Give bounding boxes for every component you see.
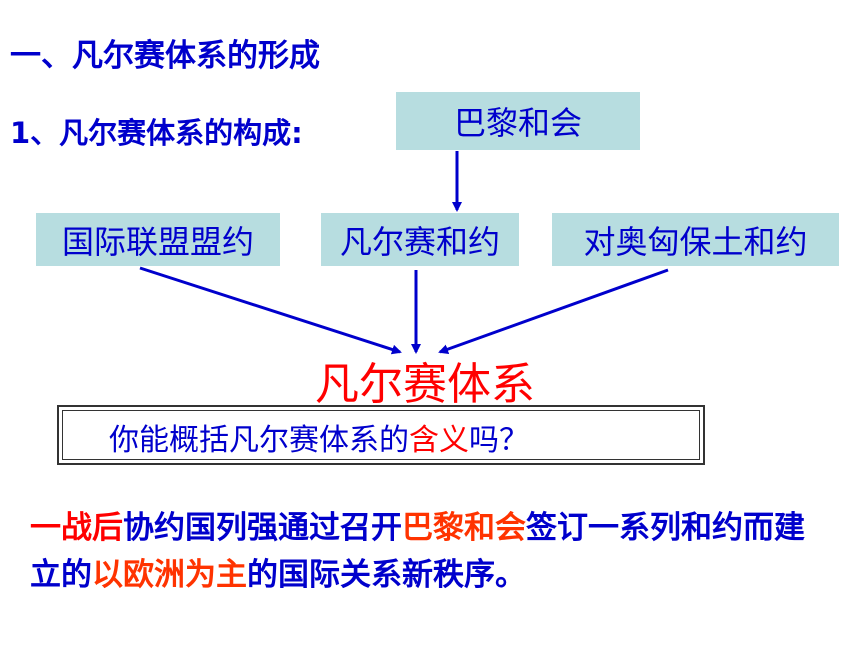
question-highlight: 含义 [409,423,469,458]
answer-text: 一战后协约国列强通过召开巴黎和会签订一系列和约而建立的以欧洲为主的国际关系新秩序… [30,505,830,599]
question-box-inner-border [62,410,700,460]
question-prefix: 你能概括凡尔赛体系的 [109,423,409,458]
paris-peace-conference-box: 巴黎和会 [396,92,640,150]
section-title: 一、凡尔赛体系的形成 [10,38,320,74]
subsection-title: 1、凡尔赛体系的构成: [10,116,303,150]
answer-part-5: 以欧洲为主 [92,557,247,593]
austria-treaty-box: 对奥匈保土和约 [552,213,839,266]
answer-part-1: 一战后 [30,510,123,546]
versailles-system-label: 凡尔赛体系 [315,359,535,410]
question-box: 你能概括凡尔赛体系的含义吗？ [57,405,705,465]
question-text: 你能概括凡尔赛体系的含义吗？ [109,415,529,459]
versailles-treaty-box: 凡尔赛和约 [321,213,519,266]
answer-part-6: 的国际关系新秩序。 [247,557,526,593]
answer-part-2: 协约国列强通过召开 [123,510,402,546]
league-covenant-box: 国际联盟盟约 [36,213,280,266]
arrow-league-to-system [139,266,402,355]
answer-part-4: 签订一系列和约而建立的 [30,510,805,593]
arrow-austria-to-system [438,268,669,354]
question-suffix: 吗？ [469,423,529,458]
answer-part-3: 巴黎和会 [402,510,526,546]
